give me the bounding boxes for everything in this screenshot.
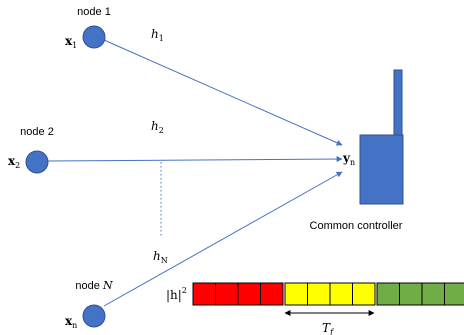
slot-red-2	[215, 282, 239, 306]
node-1-label: node 1	[77, 6, 111, 18]
channel-hn-label: hN	[153, 249, 168, 265]
signal-x2-label: x2	[8, 154, 20, 170]
slot-green-4	[444, 282, 464, 306]
slot-red-3	[237, 282, 261, 306]
slot-red-1	[192, 282, 216, 306]
slot-yellow-3	[329, 282, 353, 306]
channel-gain-slot-bar	[192, 282, 464, 306]
controller-box	[359, 134, 404, 205]
channel-h1-label: h1	[151, 27, 164, 43]
signal-xn-label: xn	[65, 314, 77, 330]
channel-gain-label: |h|2	[166, 286, 187, 302]
signal-x1-label: x1	[65, 34, 77, 50]
slot-yellow-4	[352, 282, 376, 306]
link-node-n	[103, 171, 343, 307]
node-1-circle	[82, 25, 106, 49]
link-node-1	[103, 39, 343, 146]
slot-yellow-1	[284, 282, 308, 306]
link-node-2	[47, 156, 343, 163]
controller-label: Common controller	[310, 220, 403, 232]
slot-red-4	[260, 282, 284, 306]
frame-duration-label: Tf	[322, 321, 335, 335]
controller-signal-label: yn	[342, 151, 355, 167]
slot-yellow-2	[307, 282, 331, 306]
node-n-label: node N	[75, 279, 113, 292]
slot-green-1	[376, 282, 400, 306]
node-2-label: node 2	[20, 126, 54, 138]
slot-green-3	[421, 282, 445, 306]
slot-green-2	[399, 282, 423, 306]
node-n-circle	[82, 304, 106, 328]
channel-h2-label: h2	[151, 119, 164, 135]
node-2-circle	[25, 150, 49, 174]
controller-antenna	[393, 69, 403, 141]
